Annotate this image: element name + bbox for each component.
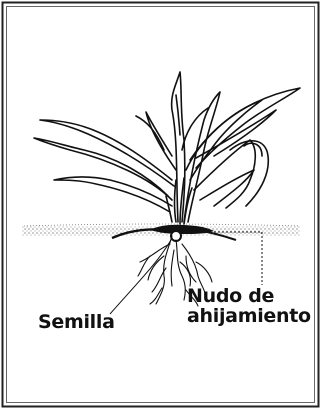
tillering-node-label-line2: ahijamiento (187, 306, 311, 326)
seed-label: Semilla (38, 312, 115, 332)
leaves (34, 72, 300, 224)
tillering-node-label: Nudo de ahijamiento (187, 286, 311, 326)
seed-leader-line (110, 238, 172, 314)
outer-frame (3, 3, 319, 407)
inner-frame (7, 7, 315, 403)
node-leader-line (214, 232, 262, 285)
tillering-node-label-line1: Nudo de (187, 286, 311, 306)
